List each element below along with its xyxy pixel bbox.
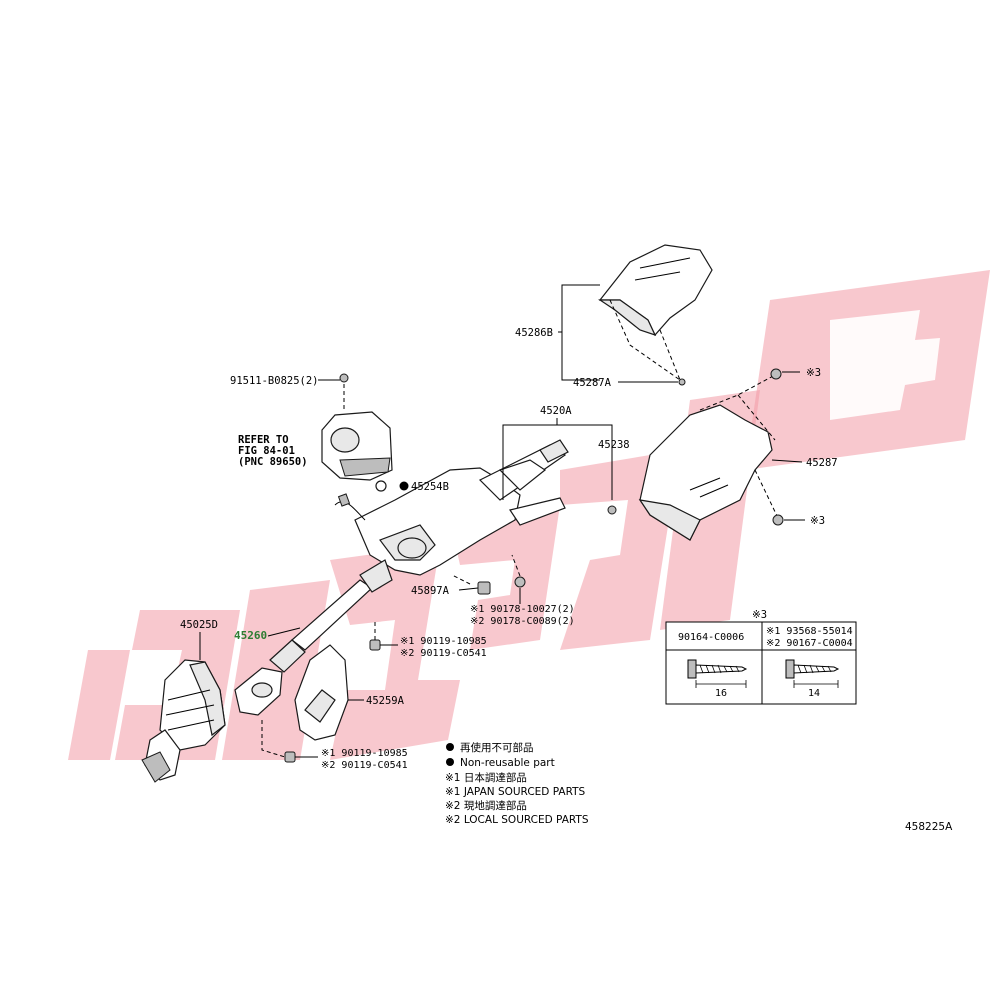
screw-3b xyxy=(772,514,784,526)
non-reusable-dot-2 xyxy=(446,758,454,766)
label-45286B: 45286B xyxy=(515,327,553,339)
screw-icon-2 xyxy=(785,659,840,688)
legend-line-1: 再使用不可部品 xyxy=(460,741,534,754)
intermediate-shaft xyxy=(234,559,393,716)
nut-90178 xyxy=(514,576,526,588)
screw-col1-part: 90164-C0006 xyxy=(678,632,744,643)
label-45259A: 45259A xyxy=(366,695,405,707)
non-reusable-dot-45254B xyxy=(399,481,409,491)
legend-line-3: ※1 日本調達部品 xyxy=(445,771,527,784)
label-90119a-2: ※2 90119-C0541 xyxy=(400,648,487,659)
bolt-91511 xyxy=(339,373,349,383)
refer-line-1: REFER TO xyxy=(238,434,289,446)
label-45260: 45260 xyxy=(234,629,267,642)
mark-3-top: ※3 xyxy=(806,367,821,379)
nut-45238 xyxy=(607,505,617,515)
label-45250A: 4520A xyxy=(540,405,572,417)
diagram-code: 458225A xyxy=(905,821,953,833)
legend-line-6: ※2 LOCAL SOURCED PARTS xyxy=(445,814,589,826)
label-45897A: 45897A xyxy=(411,585,450,597)
leader-45286B xyxy=(561,284,600,381)
refer-line-2: FIG 84-01 xyxy=(238,445,295,457)
legend-line-4: ※1 JAPAN SOURCED PARTS xyxy=(445,786,586,798)
column-cover-lower xyxy=(638,404,773,541)
screw-col2-part-2: ※2 90167-C0004 xyxy=(766,638,853,649)
screw-dim-1: 16 xyxy=(715,688,727,699)
label-90119a-1: ※1 90119-10985 xyxy=(400,636,487,647)
label-90178-2: ※2 90178-C0089(2) xyxy=(470,616,575,627)
screw-col2-part-1: ※1 93568-55014 xyxy=(766,626,853,637)
screw-dim-2: 14 xyxy=(808,688,820,699)
label-45287A: 45287A xyxy=(573,377,612,389)
bolt-90119-bottom xyxy=(284,751,296,763)
steering-column xyxy=(334,439,569,576)
legend-line-2: Non-reusable part xyxy=(460,757,555,769)
label-45025D: 45025D xyxy=(180,619,218,631)
mark-3-bottom: ※3 xyxy=(810,515,825,527)
legend: 再使用不可部品 Non-reusable part ※1 日本調達部品 ※1 J… xyxy=(445,741,589,826)
column-cover-upper xyxy=(598,244,713,337)
column-hole-cover xyxy=(294,644,349,741)
bolt-90119-top xyxy=(369,620,381,651)
screw-table: ※3 90164-C0006 ※1 93568-55014 ※2 90167-C… xyxy=(665,609,857,705)
refer-line-3: (PNC 89650) xyxy=(238,456,308,468)
screw-table-title: ※3 xyxy=(752,609,767,621)
label-90119b-1: ※1 90119-10985 xyxy=(321,748,408,759)
refer-note: REFER TO FIG 84-01 (PNC 89650) xyxy=(238,434,308,468)
label-45238: 45238 xyxy=(598,439,630,451)
label-90178-1: ※1 90178-10027(2) xyxy=(470,604,575,615)
screw-icon-1 xyxy=(687,659,748,688)
label-91511: 91511-B0825(2) xyxy=(230,375,319,387)
legend-line-5: ※2 現地調達部品 xyxy=(445,799,527,812)
label-90119b-2: ※2 90119-C0541 xyxy=(321,760,408,771)
label-45287: 45287 xyxy=(806,457,838,469)
screw-3a xyxy=(770,368,782,380)
grommet xyxy=(375,480,387,492)
clip-45287A xyxy=(678,378,686,386)
steering-boot xyxy=(141,659,226,783)
non-reusable-dot xyxy=(446,743,454,751)
lock-housing xyxy=(321,411,393,481)
label-45254B: 45254B xyxy=(411,481,449,493)
bolt-45897A xyxy=(451,574,491,595)
